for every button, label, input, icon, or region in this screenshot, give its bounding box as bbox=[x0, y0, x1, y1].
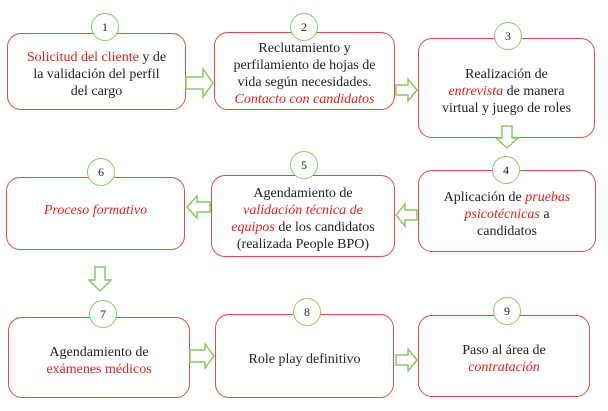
highlighted-text: equipos bbox=[231, 220, 275, 235]
text-segment: Agendamiento de bbox=[49, 344, 149, 360]
text-segment: Paso al área de bbox=[462, 343, 546, 358]
text-line: Reclutamiento y bbox=[234, 40, 376, 57]
step-3-number: 3 bbox=[494, 22, 522, 50]
text-segment: y de bbox=[138, 50, 167, 65]
step-4-number: 4 bbox=[492, 156, 520, 184]
text-line: (realizada People BPO) bbox=[231, 236, 374, 253]
text-line: virtual y juego de roles bbox=[442, 100, 571, 117]
text-line: vida según necesidades. bbox=[234, 74, 376, 91]
text-line: Realización de bbox=[442, 66, 571, 83]
text-segment: candidatos bbox=[477, 223, 537, 239]
arrow-down-icon bbox=[494, 125, 520, 150]
highlighted-text: Solicitud del cliente bbox=[26, 50, 139, 65]
text-line: perfilamiento de hojas de bbox=[234, 57, 376, 74]
arrow-right-icon bbox=[189, 341, 215, 371]
text-line: psicotécnicas a bbox=[444, 206, 571, 223]
highlighted-text: Contacto con candidatos bbox=[234, 92, 375, 107]
text-segment: perfilamiento de hojas de bbox=[233, 58, 376, 73]
text-segment: virtual y juego de roles bbox=[441, 100, 572, 116]
text-line: validación técnica de bbox=[231, 202, 374, 219]
highlighted-text: psicotécnicas bbox=[464, 206, 540, 222]
arrow-left-icon bbox=[395, 201, 418, 229]
text-segment: (realizada People BPO) bbox=[236, 237, 370, 252]
step-1-number: 1 bbox=[91, 13, 119, 41]
arrow-right-icon bbox=[395, 346, 418, 374]
text-line: Aplicación de pruebas bbox=[444, 189, 571, 206]
text-segment: del cargo bbox=[70, 84, 123, 99]
text-segment: Realización de bbox=[465, 66, 548, 82]
arrow-right-icon bbox=[395, 76, 418, 104]
text-line: del cargo bbox=[27, 83, 166, 100]
text-line: Agendamiento de bbox=[46, 344, 151, 361]
arrow-down-icon bbox=[87, 266, 113, 293]
arrow-right-icon bbox=[185, 66, 214, 100]
step-2-number: 2 bbox=[290, 13, 318, 41]
highlighted-text: pruebas bbox=[525, 189, 571, 205]
text-line: la validación del perfil bbox=[27, 66, 166, 83]
step-8-number: 8 bbox=[293, 298, 321, 326]
step-6-number: 6 bbox=[87, 158, 115, 186]
text-segment: la validación del perfil bbox=[33, 67, 160, 82]
step-2-text: Reclutamiento y perfilamiento de hojas de… bbox=[234, 40, 376, 108]
step-8-box: Role play definitivo bbox=[215, 314, 394, 398]
text-line: Contacto con candidatos bbox=[234, 91, 376, 108]
text-line: exámenes médicos bbox=[46, 361, 151, 378]
arrow-left-icon bbox=[185, 194, 211, 220]
text-segment: Agendamiento de bbox=[253, 186, 353, 201]
highlighted-text: Proceso formativo bbox=[43, 203, 148, 218]
text-segment: Reclutamiento y bbox=[258, 41, 351, 56]
text-segment: de manera bbox=[503, 83, 565, 99]
text-line: Proceso formativo bbox=[44, 202, 147, 219]
highlighted-text: validación técnica de bbox=[243, 203, 363, 218]
text-line: contratación bbox=[462, 359, 546, 376]
step-6-box: Proceso formativo bbox=[6, 177, 185, 250]
highlighted-text: entrevista bbox=[448, 83, 504, 99]
step-9-number: 9 bbox=[493, 297, 521, 325]
text-segment: de los candidatos bbox=[274, 220, 375, 235]
text-segment: Role play definitivo bbox=[248, 351, 361, 367]
step-5-number: 5 bbox=[290, 151, 318, 179]
step-9-text: Paso al área de contratación bbox=[462, 342, 546, 376]
text-line: equipos de los candidatos bbox=[231, 219, 374, 236]
text-line: Paso al área de bbox=[462, 342, 546, 359]
step-6-text: Proceso formativo bbox=[44, 202, 147, 219]
highlighted-text: exámenes médicos bbox=[46, 361, 152, 377]
text-line: candidatos bbox=[444, 223, 571, 240]
text-segment: a bbox=[539, 206, 550, 222]
step-8-text: Role play definitivo bbox=[249, 351, 361, 368]
step-2-box: Reclutamiento y perfilamiento de hojas de… bbox=[214, 32, 395, 110]
text-line: Role play definitivo bbox=[249, 351, 361, 368]
text-line: entrevista de manera bbox=[442, 83, 571, 100]
text-segment: vida según necesidades. bbox=[237, 75, 372, 90]
step-9-box: Paso al área de contratación bbox=[418, 315, 590, 397]
text-segment: Aplicación de bbox=[443, 189, 526, 205]
text-line: Solicitud del cliente y de bbox=[27, 49, 166, 66]
step-7-number: 7 bbox=[89, 300, 117, 328]
text-line: Agendamiento de bbox=[231, 185, 374, 202]
highlighted-text: contratación bbox=[468, 360, 540, 375]
